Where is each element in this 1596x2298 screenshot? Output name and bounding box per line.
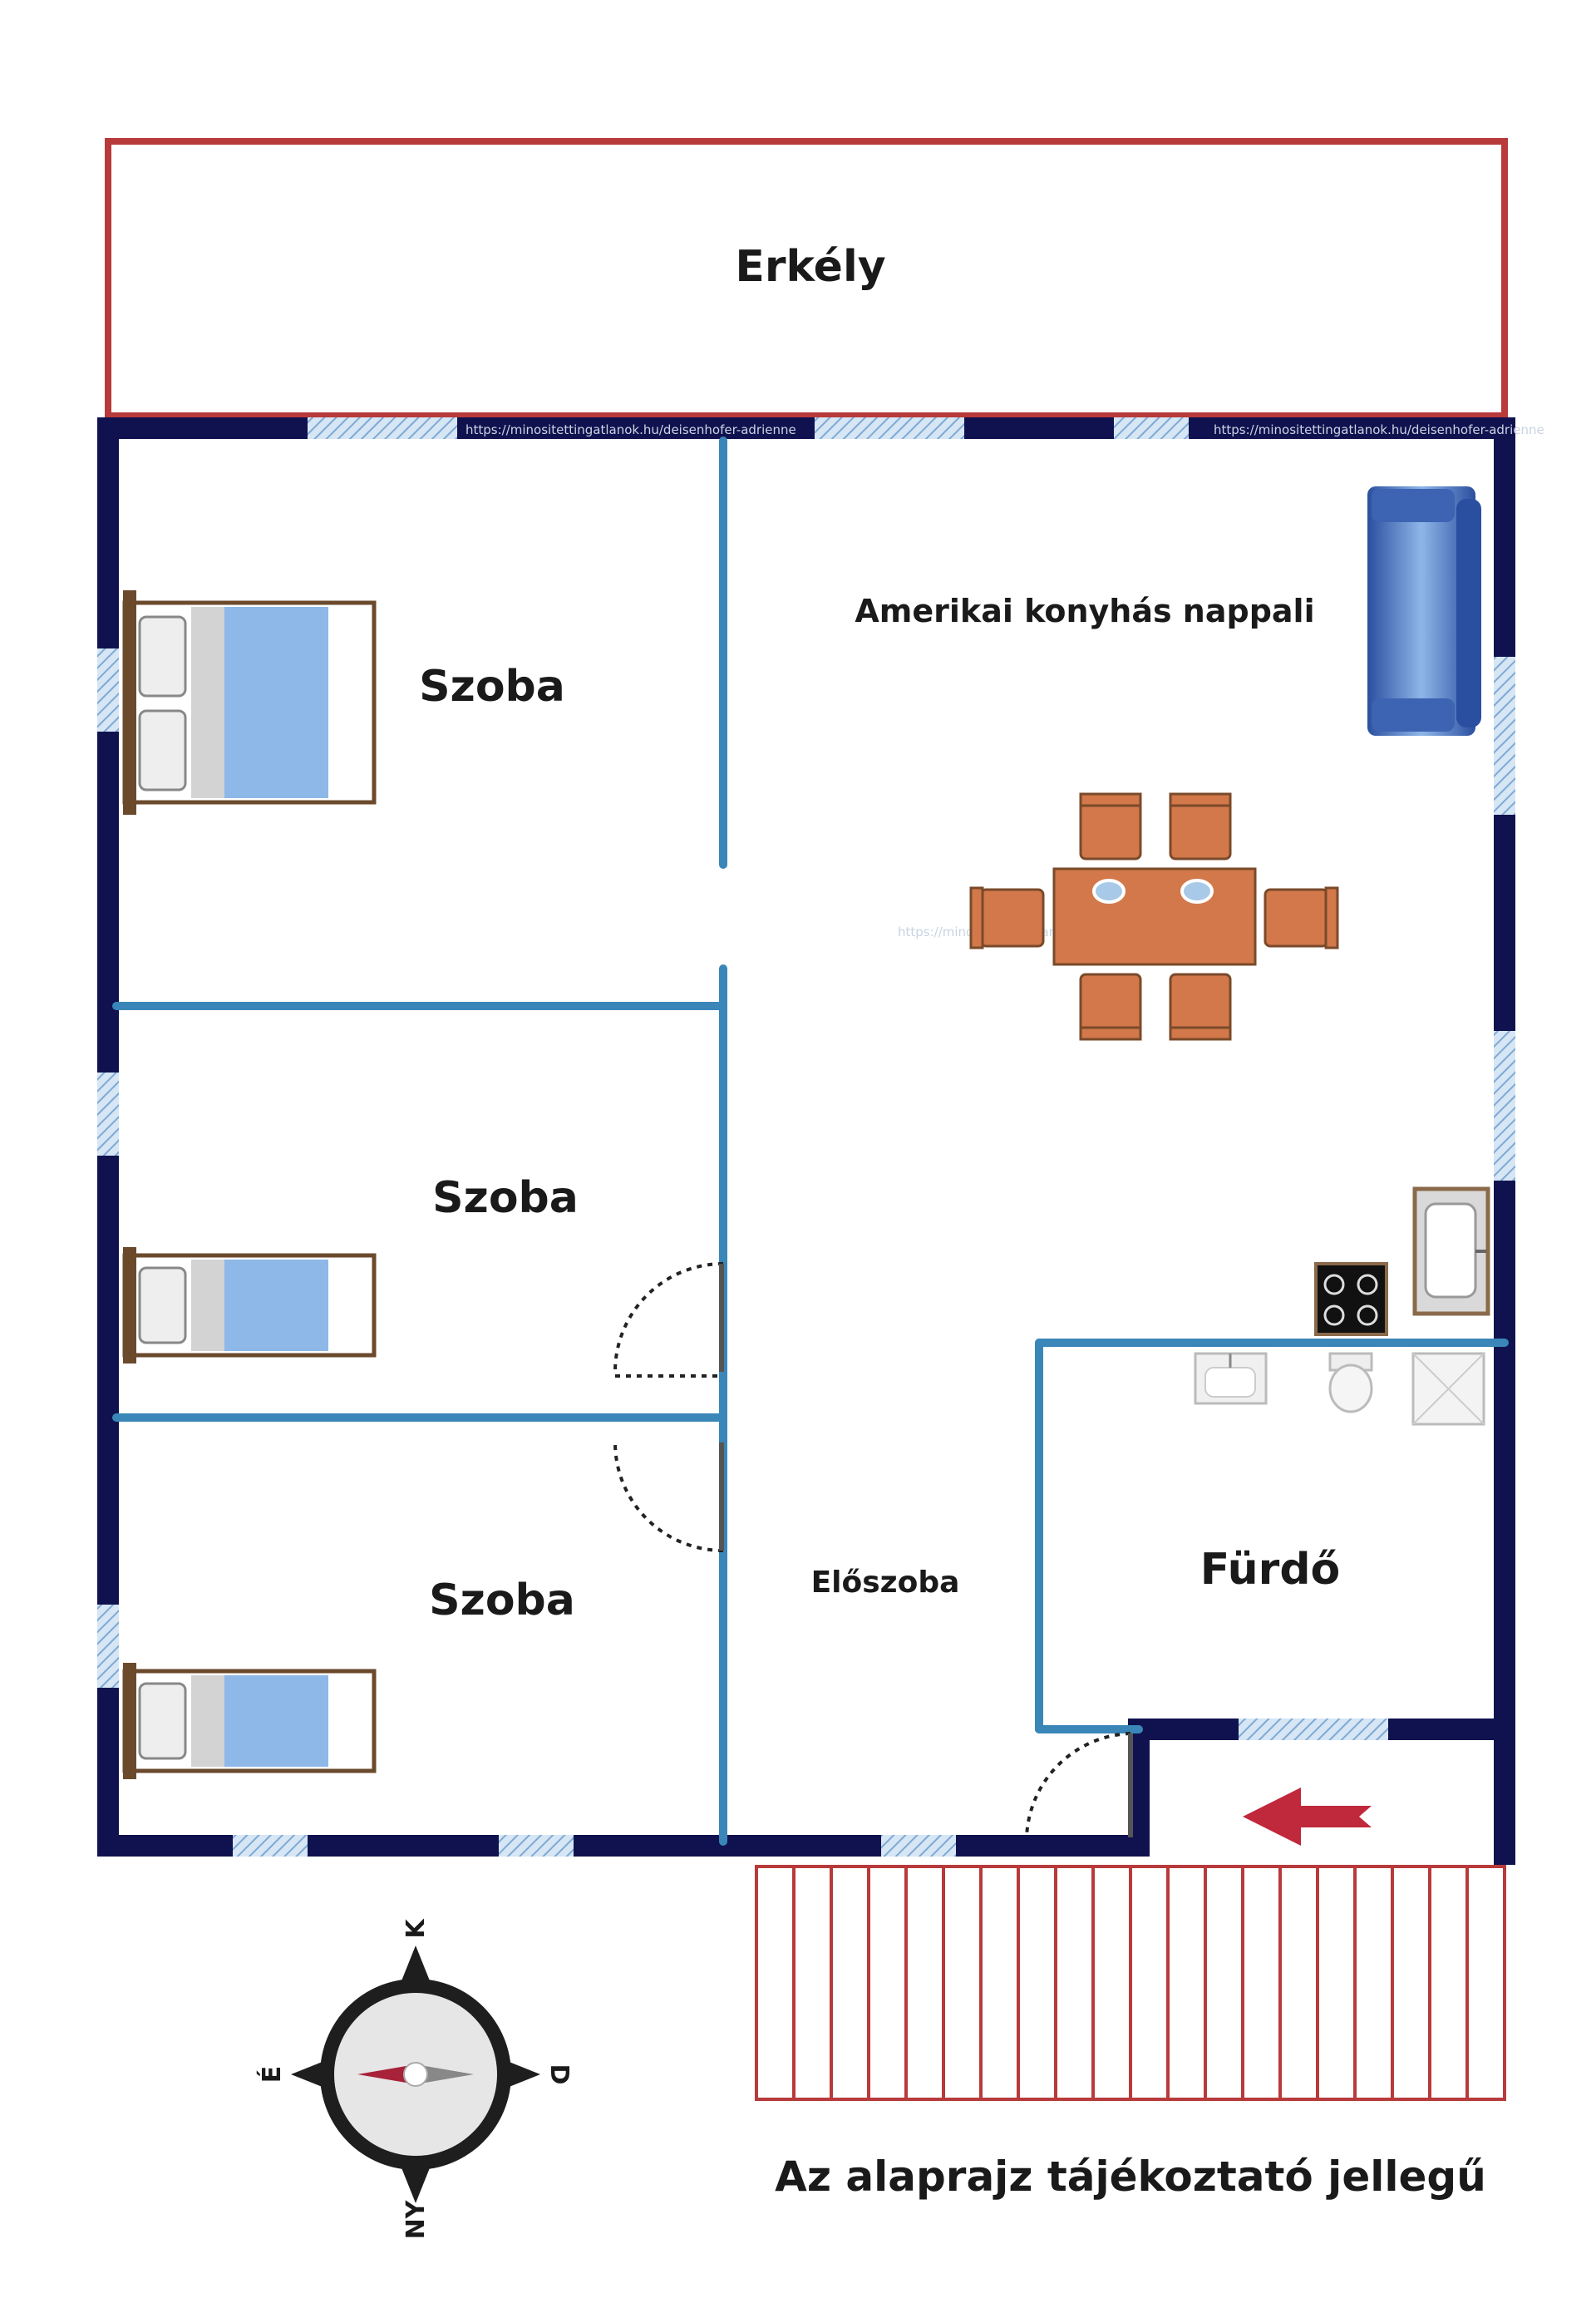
bed-icon <box>122 1247 377 1364</box>
compass-icon: K NY D É <box>257 1918 574 2240</box>
bed-icon <box>122 590 377 815</box>
disclaimer-note: Az alaprajz tájékoztató jellegű <box>775 2153 1486 2201</box>
compass-east: D <box>544 2064 574 2085</box>
room-label-hall: Előszoba <box>811 1566 960 1600</box>
bed-icon <box>122 1663 377 1779</box>
sofa-icon <box>1367 486 1481 736</box>
toilet-icon <box>1328 1352 1373 1413</box>
svg-text:https://minositettingatlanok.h: https://minositettingatlanok.hu/deisenho… <box>1214 422 1544 437</box>
kitchen-sink-icon <box>1412 1186 1490 1316</box>
balcony: Erkély <box>105 138 1508 419</box>
dining-table-icon <box>969 792 1339 1041</box>
room-label-bedroom-3: Szoba <box>429 1576 575 1625</box>
room-label-bedroom-2: Szoba <box>432 1173 579 1223</box>
room-label-bedroom-1: Szoba <box>419 662 565 712</box>
room-label-bath: Fürdő <box>1200 1545 1341 1595</box>
compass-south: NY <box>401 2199 431 2239</box>
balcony-label: Erkély <box>735 242 885 292</box>
stairs <box>755 1865 1506 2101</box>
room-label-living: Amerikai konyhás nappali <box>855 593 1314 629</box>
compass-west: É <box>257 2066 287 2083</box>
svg-text:https://minositettingatlanok.h: https://minositettingatlanok.hu/deisenho… <box>466 422 796 437</box>
doors <box>613 1262 1131 1838</box>
compass-north: K <box>401 1918 431 1939</box>
windows <box>97 417 1515 1857</box>
stove-icon <box>1314 1262 1388 1336</box>
shower-icon <box>1411 1352 1485 1426</box>
washbasin-icon <box>1194 1352 1268 1405</box>
interior-walls <box>112 436 1509 1846</box>
entrance-arrow-icon <box>1243 1788 1372 1846</box>
